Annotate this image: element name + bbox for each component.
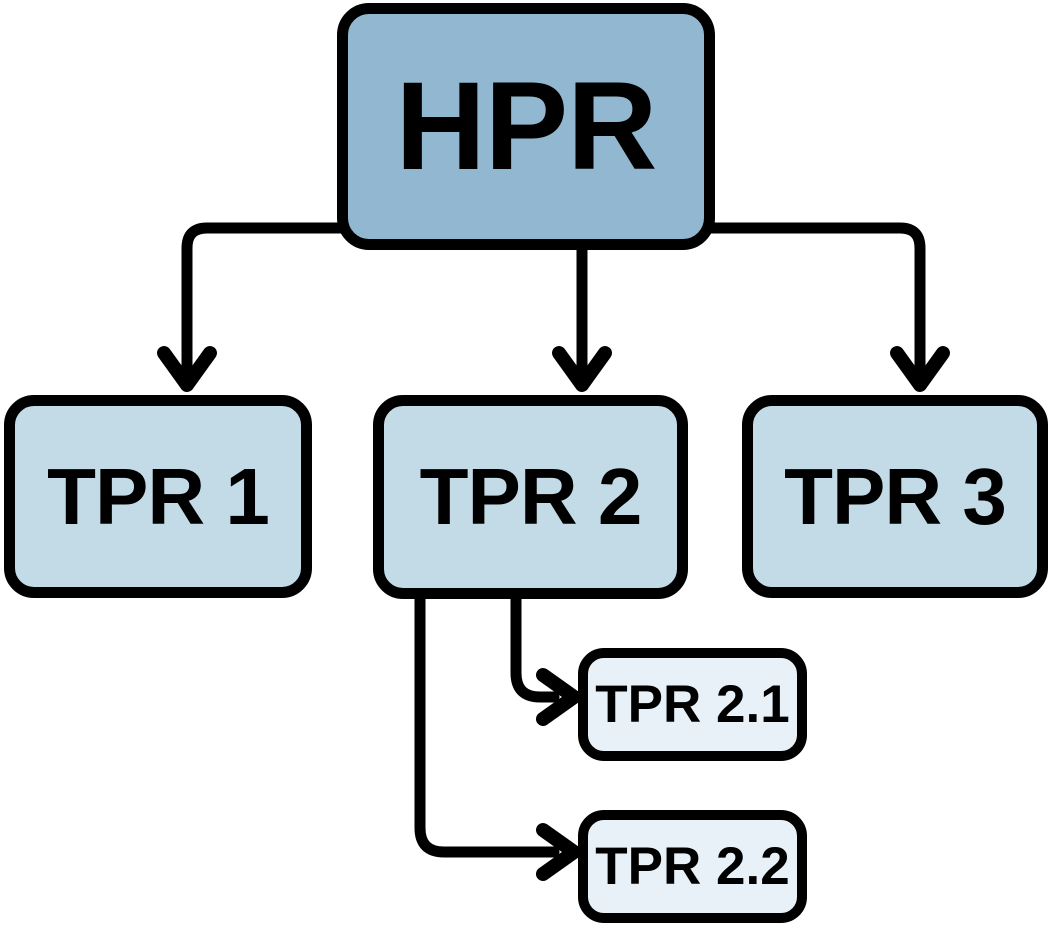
node-tpr2-label: TPR 2	[419, 452, 643, 541]
arrowhead-down-tpr2	[552, 346, 612, 392]
edge-hpr-tpr1	[181, 222, 349, 374]
arrowhead-down-tpr1	[157, 346, 217, 392]
node-tpr21: TPR 2.1	[578, 648, 807, 761]
edge-hpr-tpr3	[703, 222, 926, 374]
edge-tpr2-tpr21	[510, 588, 560, 703]
edge-tpr2-tpr22	[414, 588, 560, 858]
node-tpr21-label: TPR 2.1	[595, 675, 790, 734]
node-tpr1: TPR 1	[4, 395, 312, 598]
node-tpr22: TPR 2.2	[578, 810, 807, 923]
node-tpr1-label: TPR 1	[47, 451, 270, 541]
arrowhead-right-tpr22	[536, 823, 581, 881]
arrowhead-down-tpr3	[890, 346, 950, 392]
node-hpr: HPR	[337, 3, 715, 250]
arrowhead-right-tpr21	[536, 668, 581, 726]
node-hpr-label: HPR	[395, 57, 658, 196]
node-tpr22-label: TPR 2.2	[595, 837, 790, 896]
node-tpr2: TPR 2	[373, 395, 688, 599]
node-tpr3: TPR 3	[742, 395, 1048, 598]
node-tpr3-label: TPR 3	[784, 451, 1007, 541]
